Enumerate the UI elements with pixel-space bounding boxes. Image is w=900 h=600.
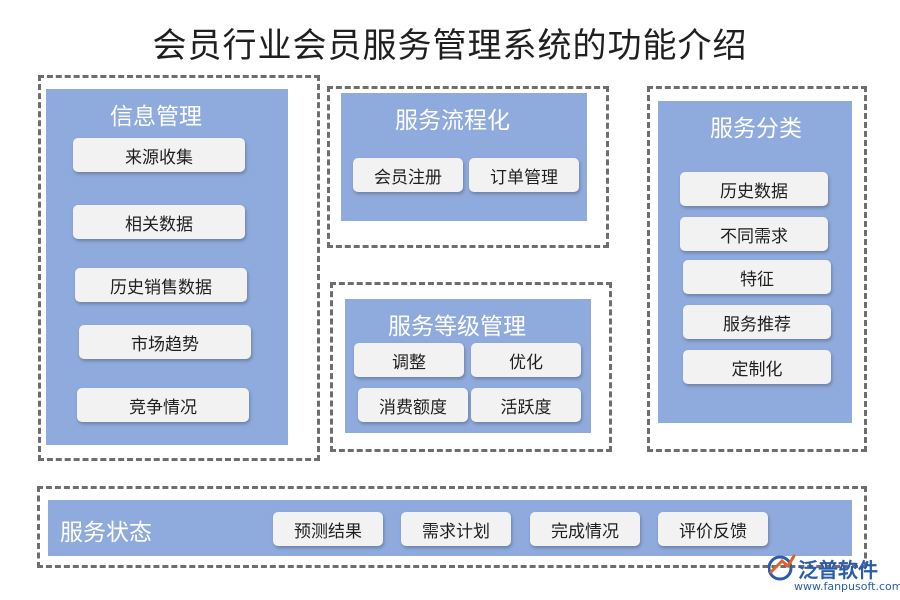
level-item: 活跃度: [471, 388, 581, 422]
level-title: 服务等级管理: [388, 314, 526, 340]
brand-logo: 泛普软件 www.fanpusoft.com: [768, 552, 900, 596]
info-item: 相关数据: [73, 205, 245, 239]
brand-name: 泛普软件: [798, 558, 878, 582]
process-panel: 服务流程化: [341, 93, 587, 221]
level-item: 消费额度: [358, 388, 468, 422]
category-item: 不同需求: [680, 217, 828, 251]
process-item: 订单管理: [469, 158, 579, 192]
category-item: 特征: [683, 260, 831, 294]
category-item: 服务推荐: [683, 305, 831, 339]
category-frame: [647, 86, 867, 452]
diagram-title: 会员行业会员服务管理系统的功能介绍: [152, 26, 748, 66]
info-item: 历史销售数据: [75, 268, 247, 302]
process-frame: [327, 86, 609, 248]
status-item: 完成情况: [530, 512, 640, 546]
info-frame: [38, 75, 320, 461]
info-title: 信息管理: [110, 104, 202, 130]
level-item: 调整: [354, 343, 464, 377]
category-item: 定制化: [683, 350, 831, 384]
info-item: 来源收集: [73, 138, 245, 172]
category-item: 历史数据: [680, 172, 828, 206]
level-item: 优化: [471, 343, 581, 377]
process-item: 会员注册: [353, 158, 463, 192]
info-item: 竞争情况: [77, 388, 249, 422]
brand-url: www.fanpusoft.com: [794, 580, 900, 593]
status-title: 服务状态: [60, 520, 152, 546]
category-title: 服务分类: [710, 116, 802, 142]
fanpu-logo-icon: [768, 554, 796, 581]
status-item: 预测结果: [273, 512, 383, 546]
level-frame: [330, 282, 612, 452]
process-title: 服务流程化: [395, 108, 510, 134]
info-item: 市场趋势: [79, 325, 251, 359]
status-item: 需求计划: [401, 512, 511, 546]
status-frame: [37, 486, 867, 568]
status-item: 评价反馈: [658, 512, 768, 546]
